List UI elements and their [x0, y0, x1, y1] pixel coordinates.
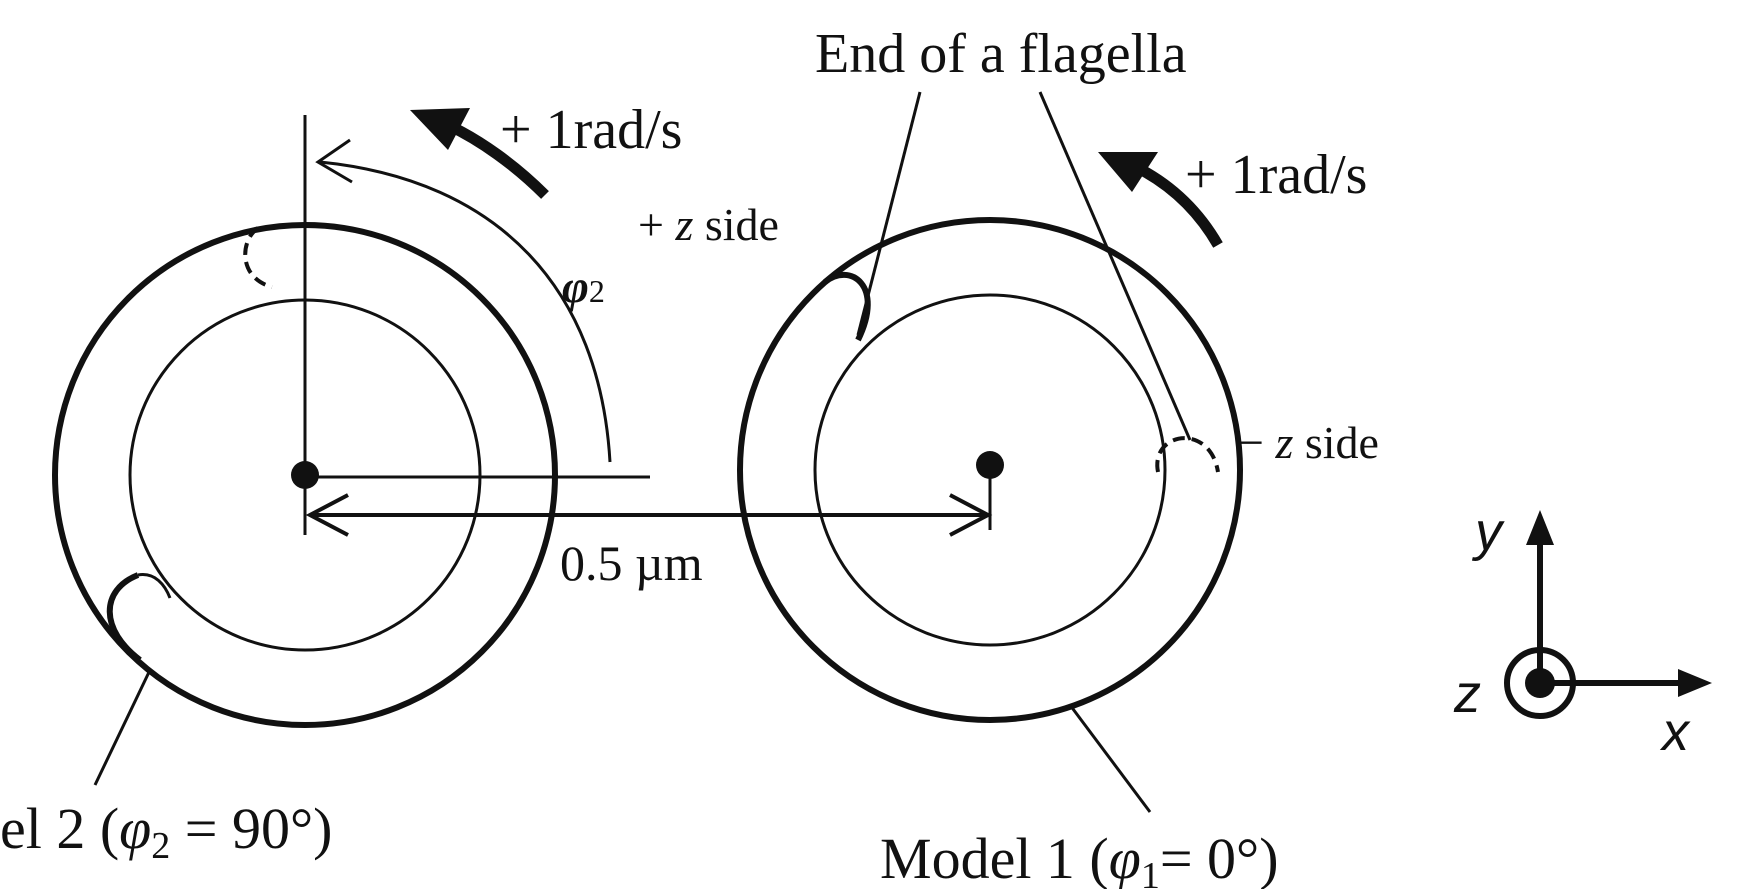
- model1-label-subscript: 1: [1141, 855, 1160, 889]
- model1-label-pointer: [1068, 704, 1152, 813]
- plus-z-sign: +: [638, 199, 664, 250]
- model1-label-prefix: Model 1 (: [880, 826, 1109, 889]
- model2-flagella-end-dashed: [243, 226, 273, 289]
- plus-z-word: side: [705, 199, 779, 250]
- model2-label-prefix: el 2 (: [0, 796, 119, 861]
- model2-label: el 2 (φ2 = 90°): [0, 796, 332, 867]
- phi2-angle-label: φ2: [562, 261, 605, 312]
- minus-z-sign: −: [1238, 417, 1264, 468]
- minus-z-word: side: [1305, 417, 1379, 468]
- minus-z-var: z: [1274, 417, 1293, 468]
- rotation-left-value: 1rad/s: [546, 99, 683, 161]
- x-axis-label: x: [1659, 702, 1691, 762]
- model2-flagella-end: [106, 572, 142, 663]
- model2-label-subscript: 2: [151, 825, 170, 867]
- model1-outer-ring: [737, 217, 1243, 723]
- distance-label: 0.5 µm: [560, 535, 703, 591]
- rotation-arrow-left: [410, 108, 549, 199]
- phi2-arc-arrowhead: [315, 138, 353, 184]
- model1-flagella-end: [823, 271, 871, 342]
- flagella-pointer-left: [856, 91, 922, 336]
- x-axis-arrowhead: [1678, 669, 1712, 697]
- distance-arrow: [305, 493, 993, 537]
- rotation-right-value: 1rad/s: [1231, 144, 1368, 206]
- phi2-angle-arc: [319, 160, 612, 463]
- rotation-rate-right-label: + 1rad/s: [1185, 144, 1367, 206]
- y-axis-arrowhead: [1526, 510, 1554, 545]
- minus-z-side-label: − z side: [1238, 417, 1379, 468]
- plus-z-side-label: + z side: [638, 199, 779, 250]
- phi2-symbol: φ: [562, 261, 589, 312]
- model1-label: Model 1 (φ1= 0°): [880, 826, 1279, 889]
- rotation-arrow-right: [1098, 152, 1223, 248]
- model2-label-suffix: = 90°): [170, 796, 332, 861]
- rotation-left-sign: +: [500, 99, 532, 161]
- phi2-subscript: 2: [589, 273, 605, 309]
- model1-label-suffix: = 0°): [1160, 826, 1279, 889]
- model2-cell: [52, 115, 650, 728]
- model1-flagella-end-dashed: [1155, 436, 1220, 473]
- rotation-right-sign: +: [1185, 144, 1217, 206]
- model2-label-pointer: [93, 669, 152, 786]
- model2-flagella-end-inner: [137, 573, 172, 599]
- model1-label-symbol: φ: [1109, 826, 1141, 889]
- coordinate-axes: y z x: [1453, 502, 1712, 762]
- z-axis-dot: [1525, 668, 1555, 698]
- y-axis-label: y: [1471, 502, 1505, 562]
- flagella-pointer-right: [1038, 91, 1192, 441]
- model1-inner-ring: [813, 293, 1167, 647]
- plus-z-var: z: [674, 199, 693, 250]
- rotation-rate-left-label: + 1rad/s: [500, 99, 682, 161]
- model1-cell: [737, 91, 1243, 723]
- model2-label-symbol: φ: [119, 796, 151, 861]
- z-axis-label: z: [1453, 664, 1481, 724]
- end-of-flagella-label: End of a flagella: [815, 23, 1187, 85]
- z-axis-ring: [1504, 647, 1576, 719]
